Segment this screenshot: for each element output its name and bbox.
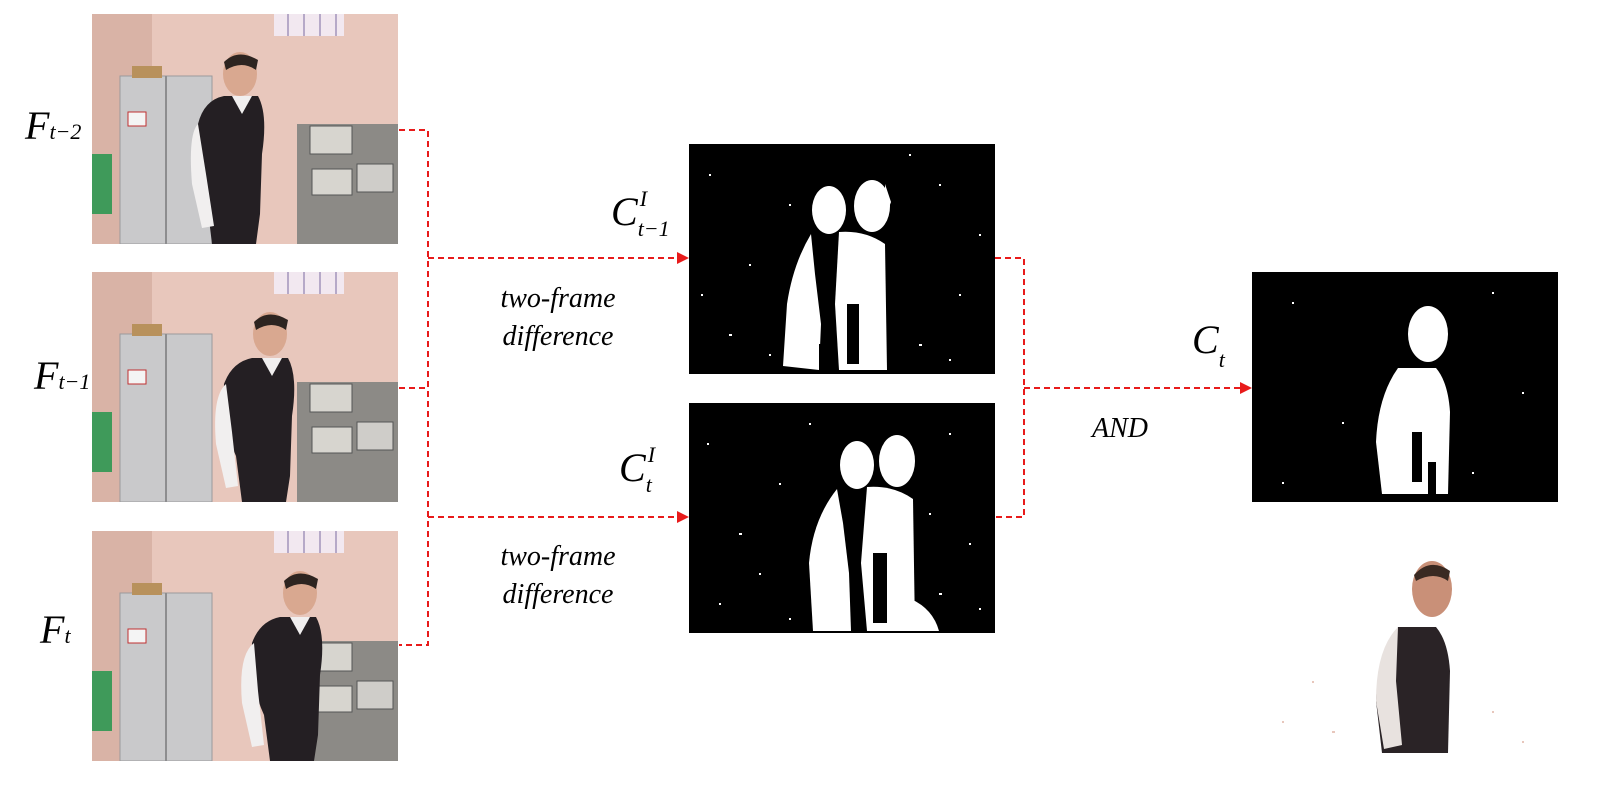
bracket-masks: [995, 257, 1025, 518]
mask-c-t-result: [1252, 272, 1558, 502]
mask-c-t: [689, 403, 995, 633]
bracket-frames: [399, 129, 429, 646]
motion-mask-image: [689, 403, 995, 633]
lab-scene-image: [92, 272, 398, 502]
noise-dots: [701, 154, 981, 361]
lab-scene-image: [92, 531, 398, 761]
caption-and: AND: [1092, 413, 1148, 444]
extracted-foreground-image: [1252, 531, 1558, 761]
frame-f-t: [92, 531, 398, 761]
frame-f-t-minus-1: [92, 272, 398, 502]
frame-f-t-minus-2: [92, 14, 398, 244]
noise-dots: [707, 423, 981, 620]
motion-mask-image: [1252, 272, 1558, 502]
motion-mask-image: [689, 144, 995, 374]
label-f-t-minus-2: Ft−2: [25, 103, 82, 148]
label-f-t: Ft: [40, 607, 71, 652]
label-c-t: C I t: [619, 442, 656, 497]
noise-dots: [1282, 292, 1524, 484]
label-c-t-minus-1: C I t−1: [611, 186, 670, 241]
label-f-t-minus-1: Ft−1: [34, 353, 91, 398]
label-c-t-result: Ct: [1192, 317, 1225, 372]
mask-c-t-minus-1: [689, 144, 995, 374]
lab-scene-image: [92, 14, 398, 244]
